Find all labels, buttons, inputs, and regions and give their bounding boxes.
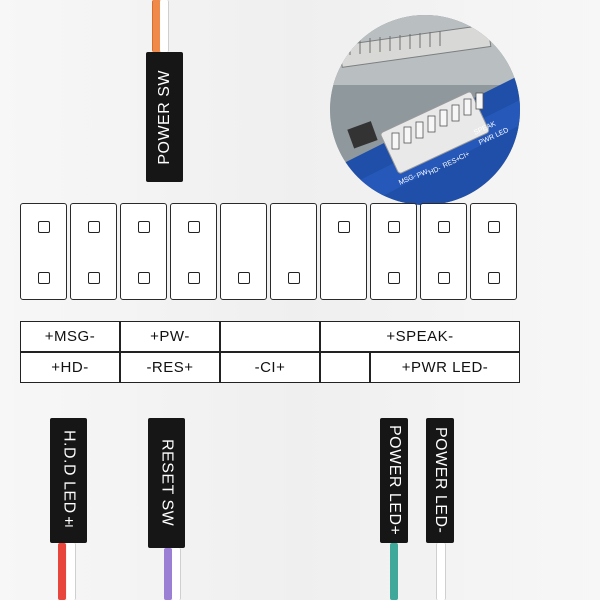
pin-header-diagram [20,203,520,303]
pin-column-6 [270,203,317,300]
table-divider [319,352,321,382]
power-sw-label: POWER SW [155,69,173,165]
power-led-plus-wire-teal [390,543,398,600]
pin [437,221,450,233]
pin [37,221,50,233]
pin-column-7 [320,203,367,300]
power-led-minus-label: POWER LED- [432,427,449,534]
table-divider [119,322,121,351]
power-sw-connector: POWER SW [146,52,183,182]
label-speak: +SPEAK- [386,328,454,345]
pin [87,272,100,284]
table-divider [369,352,371,382]
pin [337,221,350,233]
pin-column-2 [70,203,117,300]
pin [437,272,450,284]
table-divider [219,352,221,382]
power-led-minus-wire-white [436,543,446,600]
label-res: -RES+ [146,358,194,376]
pin-column-3 [120,203,167,300]
pin-column-8 [370,203,417,300]
reset-sw-label: RESET SW [158,439,176,527]
pin-column-4 [170,203,217,300]
pin-label-table: +MSG- +PW- +SPEAK- +HD- -RES+ -CI+ +PWR … [20,321,520,383]
reset-sw-wire-purple [164,548,172,600]
power-led-plus-label: POWER LED+ [386,425,403,536]
reset-sw-connector: RESET SW [148,418,185,548]
pin-column-1 [20,203,67,300]
hdd-led-label: H.D.D LED± [60,429,78,532]
pin [387,221,400,233]
label-ci: -CI+ [254,358,286,376]
pin [187,272,200,284]
motherboard-photo: MSG- PW- HD- RES+ -CI+ SPEAK PWR LED [330,15,520,205]
pin [487,221,500,233]
label-pwr-led: +PWR LED- [401,358,489,376]
hdd-led-connector: H.D.D LED± [50,418,87,543]
hdd-led-wire-red [58,543,66,600]
pin [287,272,300,284]
table-divider [319,322,321,351]
label-hd: +HD- [51,358,89,376]
power-sw-wire-white [160,0,169,52]
power-led-minus-connector: POWER LED- [426,418,454,543]
pin [237,272,250,284]
pin [487,272,500,284]
pin [387,272,400,284]
power-sw-wire-orange [152,0,161,52]
pin-column-5 [220,203,267,300]
table-divider [21,351,519,353]
label-pw: +PW- [150,328,190,345]
board-label-3: HD- [428,165,443,177]
table-divider [219,322,221,351]
hdd-led-wire-white [67,543,76,600]
pin [87,221,100,233]
table-divider [119,352,121,382]
pin [37,272,50,284]
pin-column-9 [420,203,467,300]
pin [137,221,150,233]
pin [137,272,150,284]
power-led-plus-connector: POWER LED+ [380,418,408,543]
pin [187,221,200,233]
pin-column-10 [470,203,517,300]
label-msg: +MSG- [44,328,96,345]
reset-sw-wire-white [172,548,181,600]
